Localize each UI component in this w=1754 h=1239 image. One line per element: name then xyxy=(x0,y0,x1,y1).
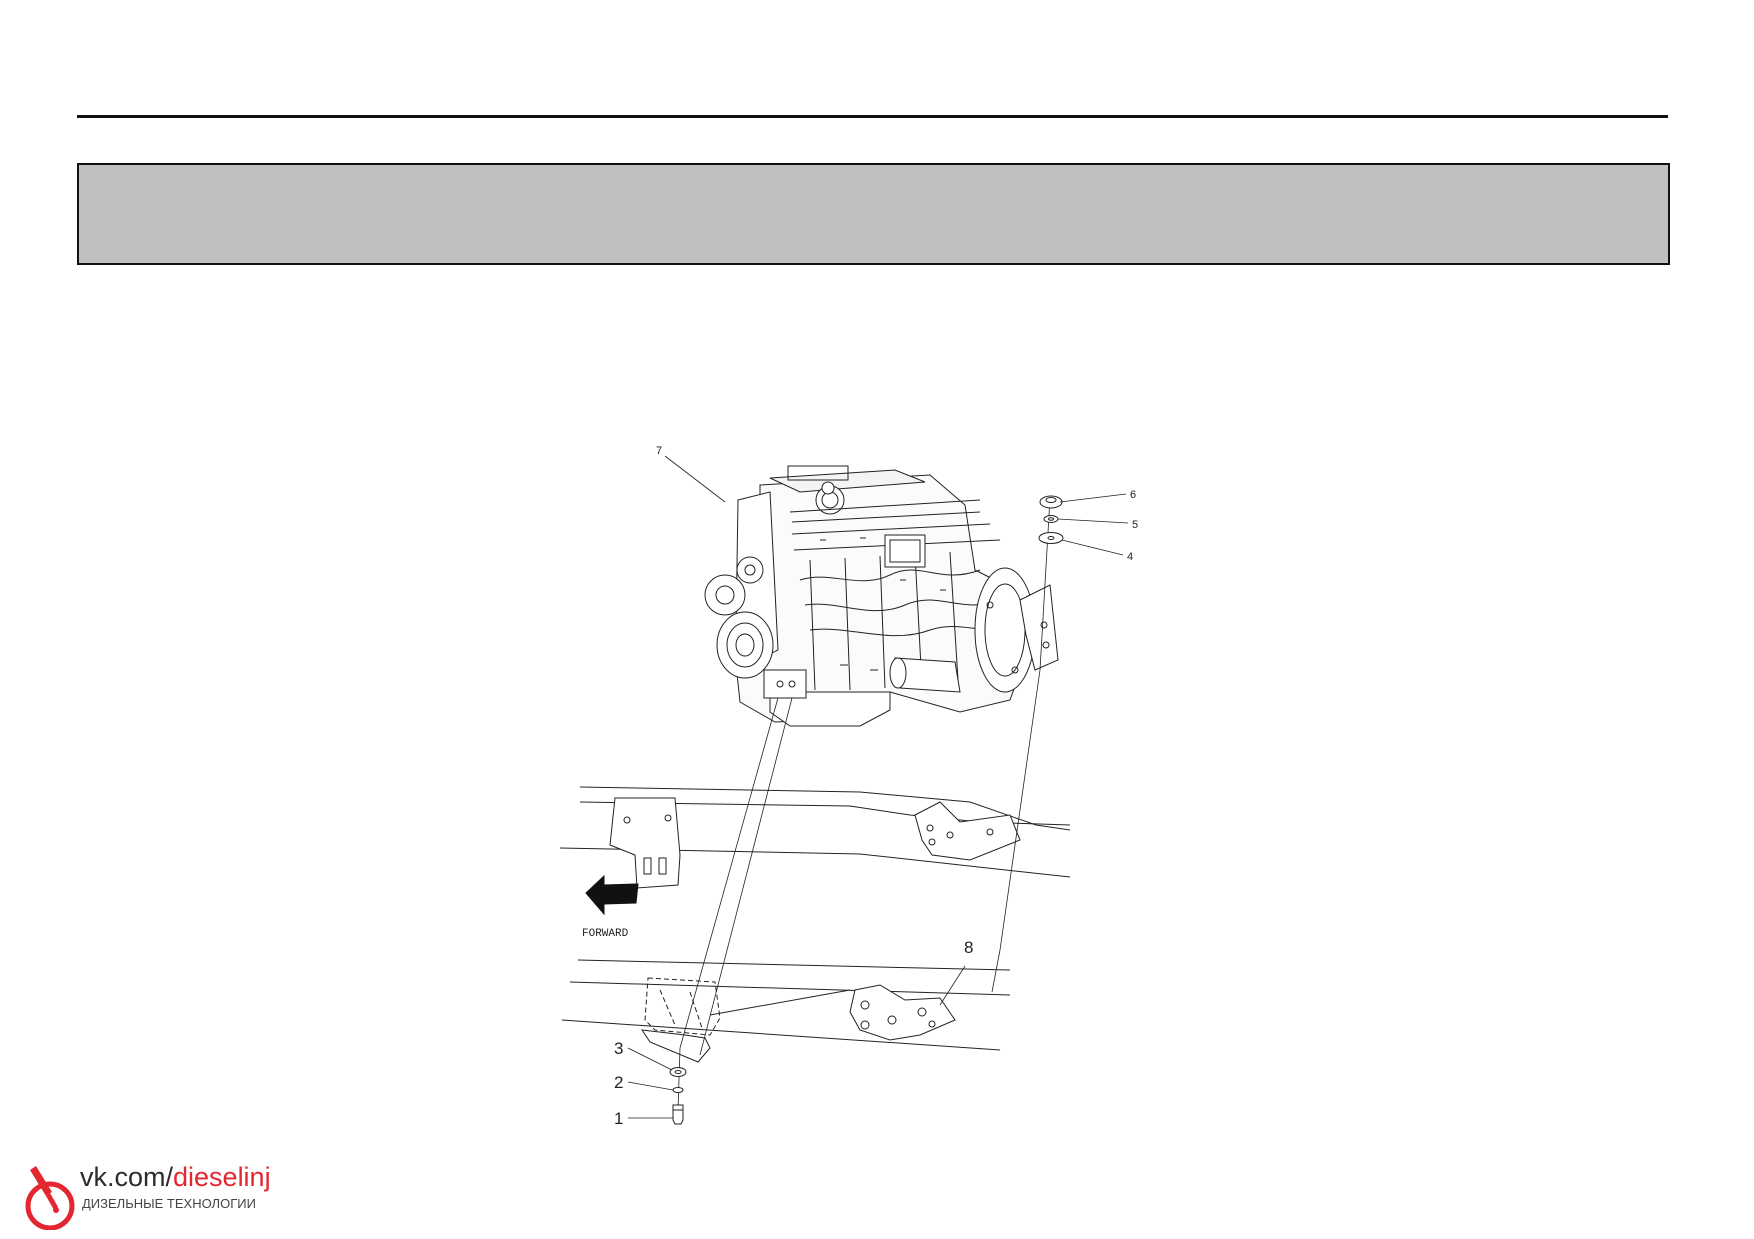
rear-fastener-stack xyxy=(1038,495,1064,544)
dieselinj-logo-icon xyxy=(25,1166,75,1230)
header-band xyxy=(77,163,1670,265)
lower-frame-rail xyxy=(561,959,1011,1063)
watermark: vk.com/dieselinj ДИЗЕЛЬНЫЕ ТЕХНОЛОГИИ xyxy=(16,1160,316,1230)
assembly-lines xyxy=(677,497,1051,1111)
callout-3: 3 xyxy=(614,1039,623,1058)
upper-frame-rail xyxy=(560,786,1071,889)
callout-7: 7 xyxy=(656,445,662,457)
callout-5: 5 xyxy=(1132,519,1138,531)
watermark-site-accent: dieselinj xyxy=(173,1162,271,1192)
callout-4: 4 xyxy=(1127,551,1133,563)
watermark-site-prefix: vk.com/ xyxy=(80,1162,174,1192)
forward-arrow-icon xyxy=(585,874,639,916)
engine-assembly xyxy=(704,465,1059,727)
washer-2 xyxy=(672,1087,684,1093)
forward-label: FORWARD xyxy=(582,928,629,940)
callout-1: 1 xyxy=(614,1109,623,1128)
engine-mounting-diagram: 7 6 5 4 8 3 2 1 FORWARD xyxy=(560,445,1138,1128)
callout-8: 8 xyxy=(964,938,973,957)
callout-2: 2 xyxy=(614,1073,623,1092)
bolt-1 xyxy=(672,1104,684,1125)
callout-6: 6 xyxy=(1130,489,1136,501)
leader-lines xyxy=(627,455,1129,1119)
watermark-tagline: ДИЗЕЛЬНЫЕ ТЕХНОЛОГИИ xyxy=(82,1196,256,1211)
watermark-site: vk.com/dieselinj xyxy=(80,1162,271,1192)
front-fastener-stack xyxy=(669,1067,687,1125)
top-rule xyxy=(77,115,1668,118)
